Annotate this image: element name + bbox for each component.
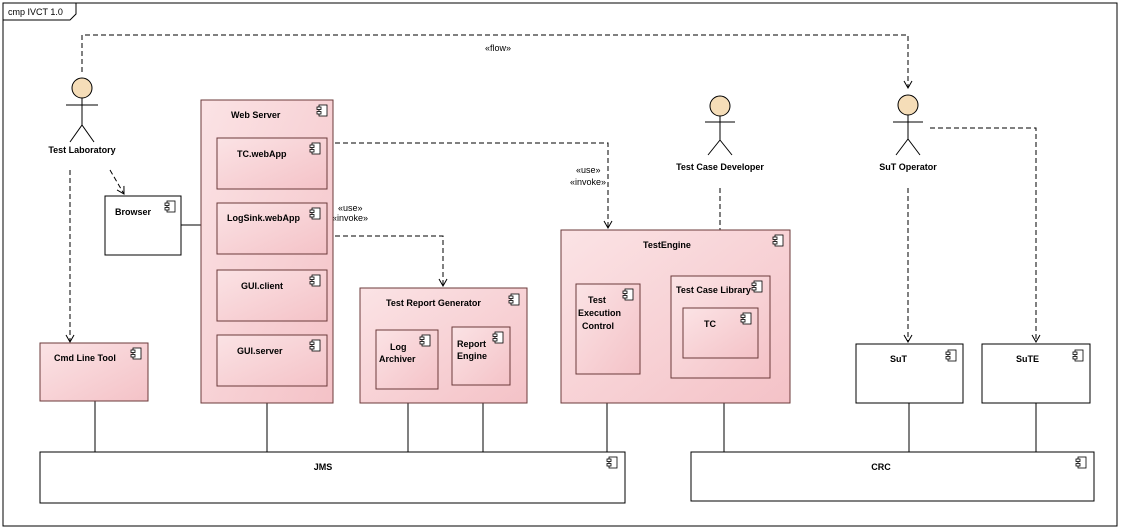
component-label: GUI.server <box>237 346 283 356</box>
actor-label: Test Laboratory <box>48 145 115 155</box>
component-label: CRC <box>871 462 891 472</box>
use-label-report: «use» <box>338 203 363 213</box>
flow-connector <box>81 34 913 90</box>
component-label: Log <box>390 342 407 352</box>
component-tc-webapp[interactable]: TC.webApp <box>216 137 328 190</box>
component-label: Report <box>457 339 486 349</box>
actor-test-laboratory[interactable]: Test Laboratory <box>48 77 116 155</box>
actor-head-icon <box>897 94 919 116</box>
component-label: SuTE <box>1016 354 1039 364</box>
invoke-label-engine: «invoke» <box>570 177 606 187</box>
component-label: JMS <box>314 462 333 472</box>
component-label: Test Report Generator <box>386 298 481 308</box>
component-gui-client[interactable]: GUI.client <box>216 269 328 322</box>
actor-head-icon <box>709 95 731 117</box>
actor-sut-operator[interactable]: SuT Operator <box>879 94 937 172</box>
component-browser[interactable]: Browser <box>104 195 182 256</box>
invoke-label-report: «invoke» <box>332 213 368 223</box>
operator-sute-connector <box>930 127 1041 344</box>
actor-label: SuT Operator <box>879 162 937 172</box>
component-tc[interactable]: TC <box>682 307 759 359</box>
component-label: Execution <box>578 308 621 318</box>
component-label: GUI.client <box>241 281 283 291</box>
flow-label: «flow» <box>485 43 511 53</box>
component-label: LogSink.webApp <box>227 213 301 223</box>
component-jms[interactable]: JMS <box>39 451 626 504</box>
component-label: Archiver <box>379 354 416 364</box>
component-label: TC <box>704 319 716 329</box>
component-label: Browser <box>115 207 152 217</box>
component-label: Cmd Line Tool <box>54 353 116 363</box>
component-report-engine[interactable]: Report Engine <box>451 326 511 386</box>
component-label: SuT <box>890 354 908 364</box>
component-test-execution-control[interactable]: Test Execution Control <box>575 283 641 375</box>
component-label: Test <box>588 295 606 305</box>
tcwebapp-testengine-connector <box>327 142 613 230</box>
component-logsink-webapp[interactable]: LogSink.webApp <box>216 202 328 255</box>
component-label: Control <box>582 321 614 331</box>
actor-test-case-developer[interactable]: Test Case Developer <box>676 95 764 172</box>
component-label: TC.webApp <box>237 149 287 159</box>
component-label: Test Case Library <box>676 285 751 295</box>
logsink-reportgenerator-connector <box>327 235 448 288</box>
component-log-archiver[interactable]: Log Archiver <box>375 329 439 390</box>
component-gui-server[interactable]: GUI.server <box>216 334 328 387</box>
use-label-engine: «use» <box>576 165 601 175</box>
component-sute[interactable]: SuTE <box>981 343 1091 404</box>
component-label: Web Server <box>231 110 281 120</box>
frame-title: cmp IVCT 1.0 <box>8 7 63 17</box>
component-sut[interactable]: SuT <box>855 343 964 404</box>
component-label: TestEngine <box>643 240 691 250</box>
actor-label: Test Case Developer <box>676 162 764 172</box>
actor-head-icon <box>71 77 93 99</box>
laboratory-browser-connector <box>109 169 125 195</box>
component-cmd-line-tool[interactable]: Cmd Line Tool <box>39 342 149 402</box>
component-crc[interactable]: CRC <box>690 451 1095 502</box>
component-label: Engine <box>457 351 487 361</box>
